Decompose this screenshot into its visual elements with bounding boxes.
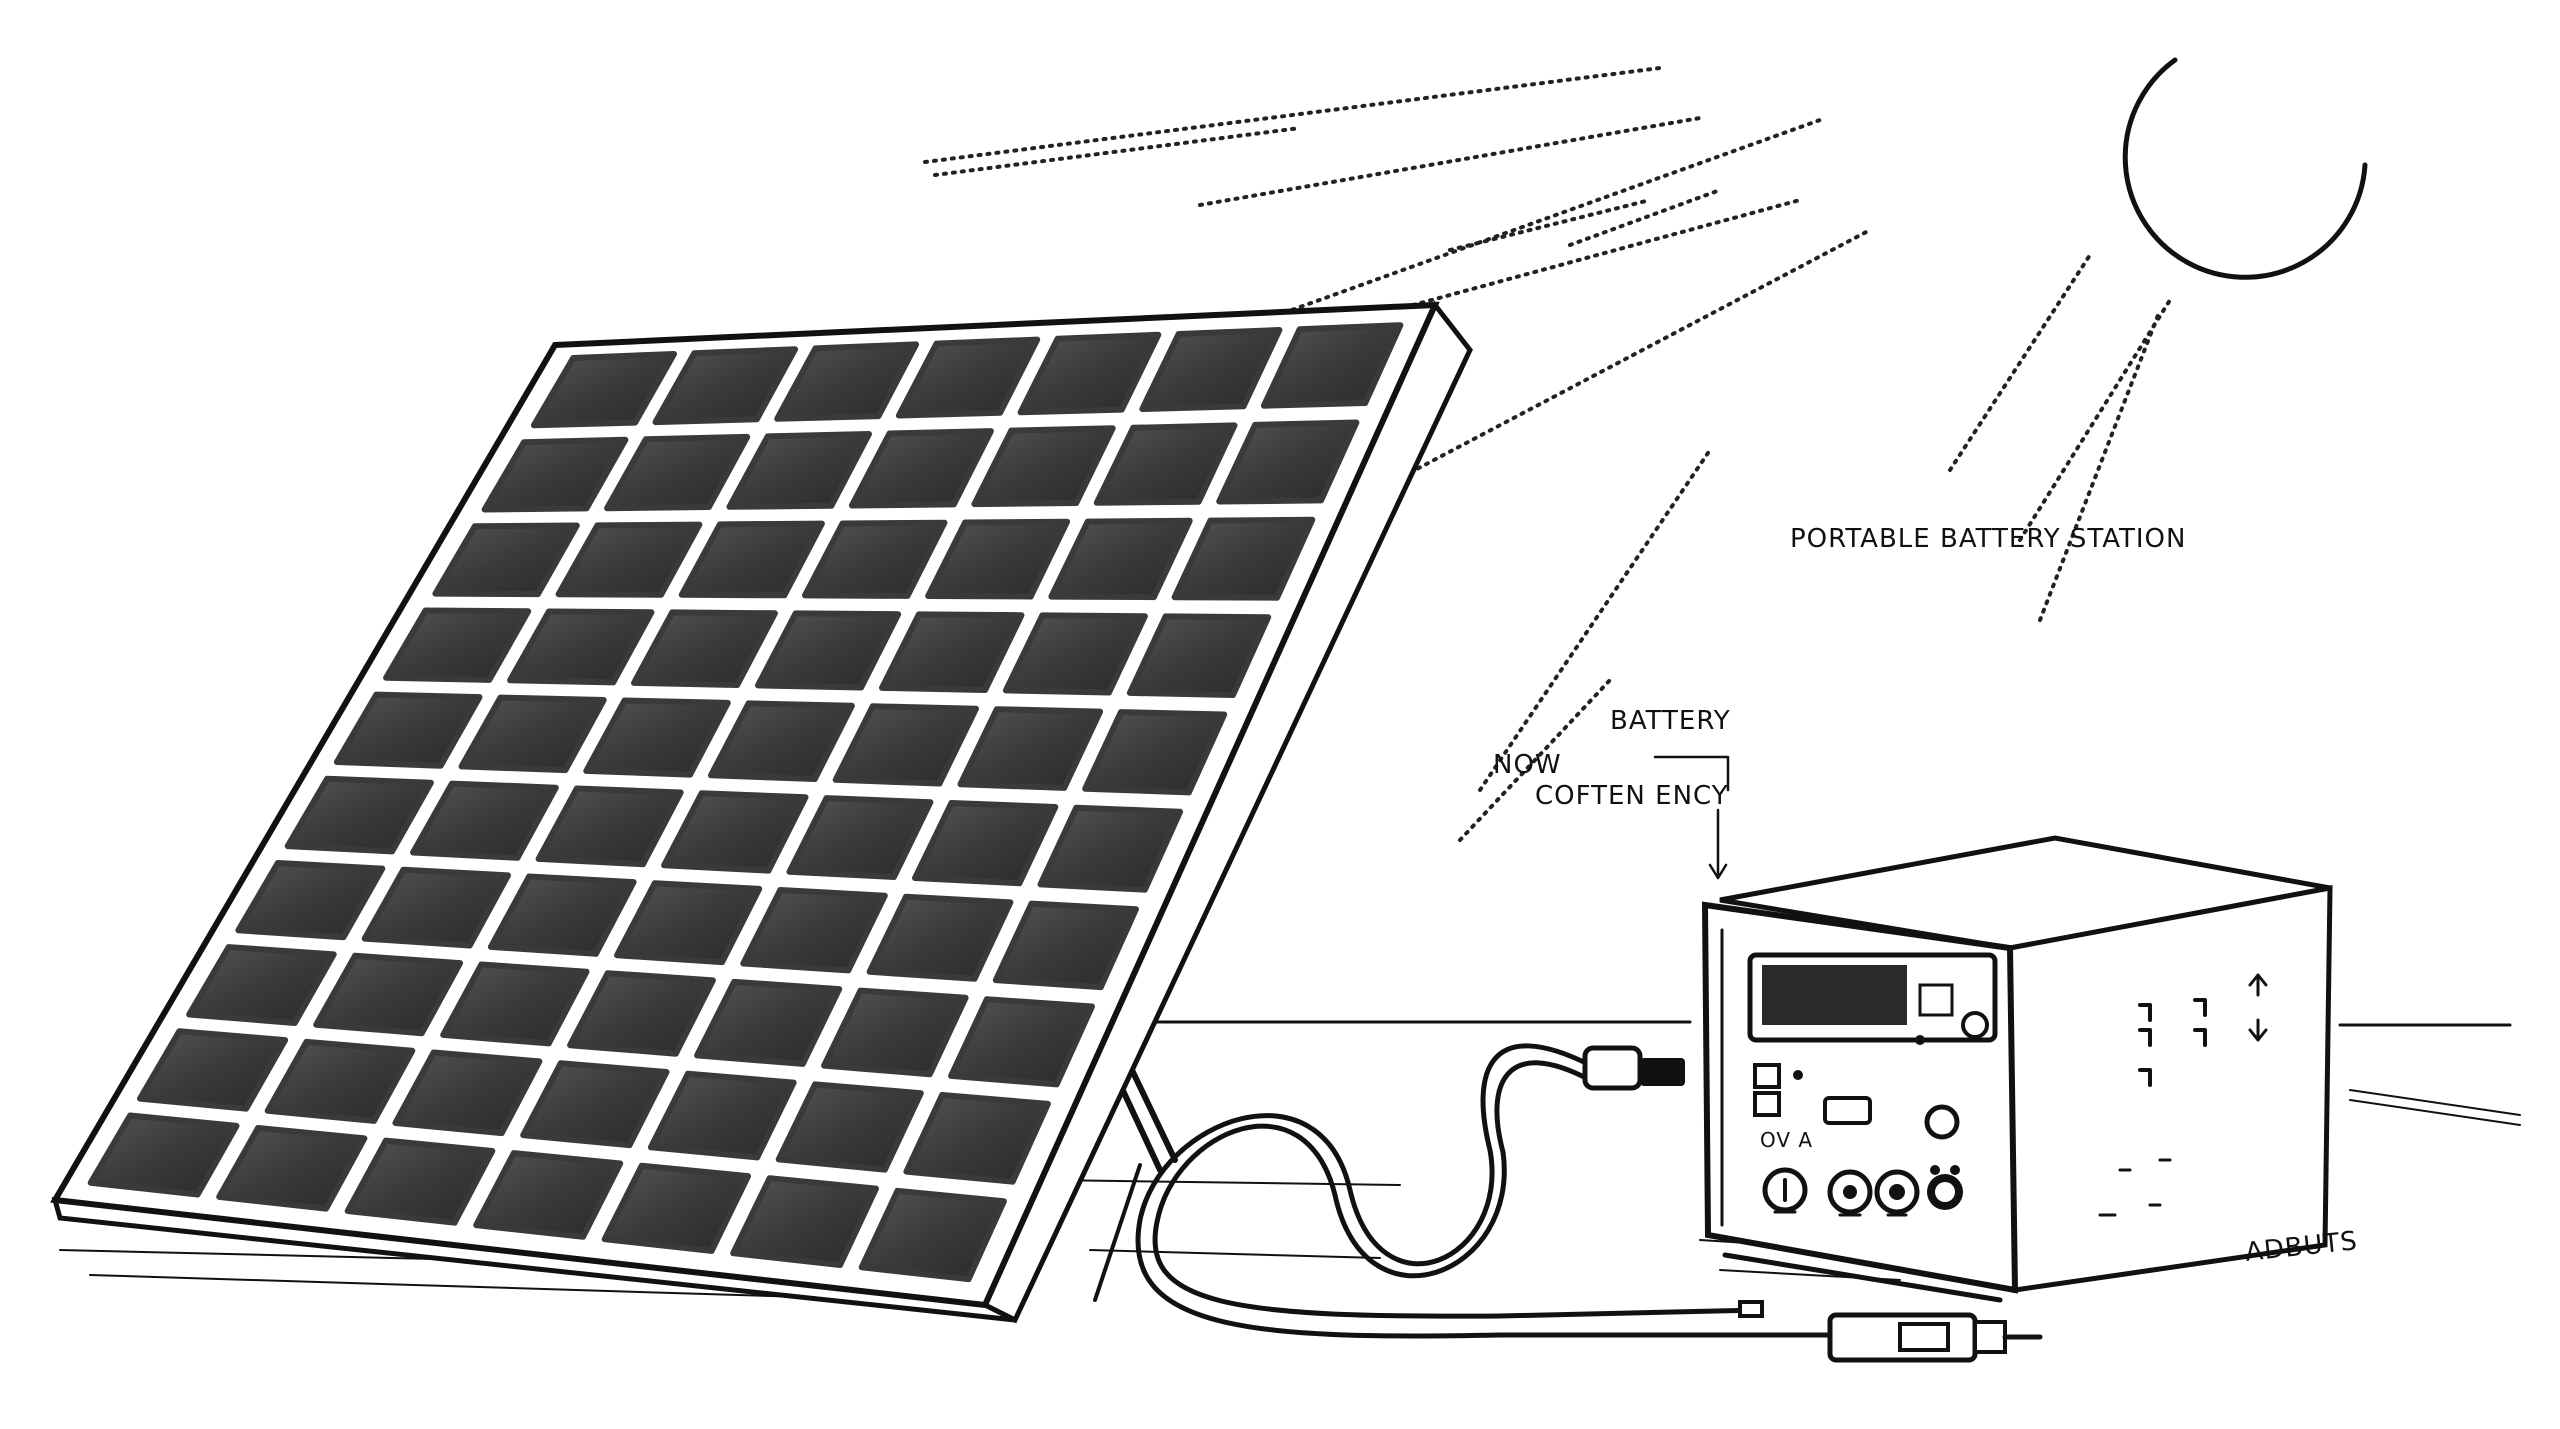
solar-cell	[1082, 709, 1228, 796]
label-coften-ency: COFTEN ENCY	[1535, 781, 1729, 811]
solar-cell	[848, 428, 994, 509]
solar-cell	[957, 706, 1104, 791]
sun	[2122, 57, 2368, 280]
solar-cell	[1017, 331, 1162, 416]
solar-cell	[137, 1028, 289, 1112]
solar-cell	[235, 860, 386, 941]
solar-cell	[866, 893, 1014, 982]
solar-cell	[879, 611, 1025, 693]
solar-cell	[661, 790, 809, 874]
solar-cell	[520, 1060, 670, 1149]
battery-station	[1701, 835, 2333, 1303]
solar-cell	[1126, 613, 1272, 698]
solar-cell	[392, 1049, 543, 1137]
solar-cell	[895, 336, 1041, 419]
solar-cell	[614, 880, 763, 966]
solar-cell	[912, 800, 1059, 887]
solar-cell	[284, 775, 434, 855]
solar-cell	[333, 691, 483, 769]
solar-cell	[432, 522, 580, 598]
solar-cell	[458, 694, 607, 774]
solar-cell	[858, 1187, 1007, 1283]
solar-cell	[473, 1150, 624, 1240]
callout-bracket	[1653, 755, 1730, 880]
solar-cell	[530, 351, 677, 429]
solar-cell	[186, 944, 337, 1026]
solar-cell	[802, 519, 948, 599]
solar-cell	[535, 785, 684, 868]
solar-cell	[740, 887, 888, 974]
solar-panel	[50, 300, 1473, 1324]
solar-cell	[361, 866, 511, 949]
solar-cell	[1139, 327, 1283, 412]
solar-cell	[755, 610, 902, 691]
solar-cell	[264, 1038, 416, 1124]
solar-cell	[507, 608, 655, 686]
solar-cell	[410, 780, 559, 861]
solar-cell	[1260, 322, 1404, 409]
solar-cell	[971, 425, 1116, 508]
solar-cell	[1002, 612, 1148, 696]
solar-cell	[583, 697, 731, 778]
solar-cell	[440, 961, 590, 1047]
solar-cell	[1037, 804, 1184, 893]
solar-cell	[726, 431, 872, 510]
solar-cell	[487, 873, 637, 957]
solar-cell	[948, 996, 1095, 1088]
solar-cell	[730, 1175, 879, 1268]
cable-plug	[1582, 1045, 1643, 1091]
solar-cell	[1216, 419, 1360, 505]
solar-cell	[786, 795, 934, 880]
solar-cell	[678, 520, 825, 599]
solar-cell	[216, 1125, 368, 1212]
solar-cell	[821, 987, 969, 1078]
solar-cell	[87, 1112, 240, 1198]
solar-cell	[344, 1137, 496, 1226]
solar-cell	[1048, 517, 1193, 601]
solar-cell	[313, 952, 464, 1037]
solar-cell	[604, 433, 751, 512]
label-battery: BATTERY	[1610, 706, 1731, 736]
solar-cell	[992, 900, 1139, 991]
solar-cell	[555, 521, 703, 598]
solar-cell	[1093, 422, 1238, 506]
solar-cell	[383, 607, 532, 683]
solar-cell	[708, 700, 855, 782]
solar-cell	[774, 341, 920, 422]
panel-cells	[87, 322, 1404, 1283]
solar-cell	[567, 970, 716, 1057]
solar-cell	[925, 518, 1071, 600]
solar-cell	[647, 1070, 797, 1161]
solar-cell	[481, 436, 629, 513]
solar-cell	[832, 703, 979, 787]
solar-cell	[903, 1092, 1051, 1185]
solar-cell	[694, 978, 843, 1067]
solar-cell	[652, 346, 799, 426]
charging-cable	[1135, 1043, 2043, 1363]
label-ova: OV A	[1760, 1128, 1814, 1152]
solar-cell	[1171, 516, 1316, 601]
solar-cell	[631, 609, 778, 688]
solar-cell	[775, 1081, 924, 1173]
label-portable-battery-station: PORTABLE BATTERY STATION	[1790, 524, 2187, 554]
solar-cell	[601, 1162, 752, 1254]
label-now: NOW	[1493, 750, 1562, 780]
